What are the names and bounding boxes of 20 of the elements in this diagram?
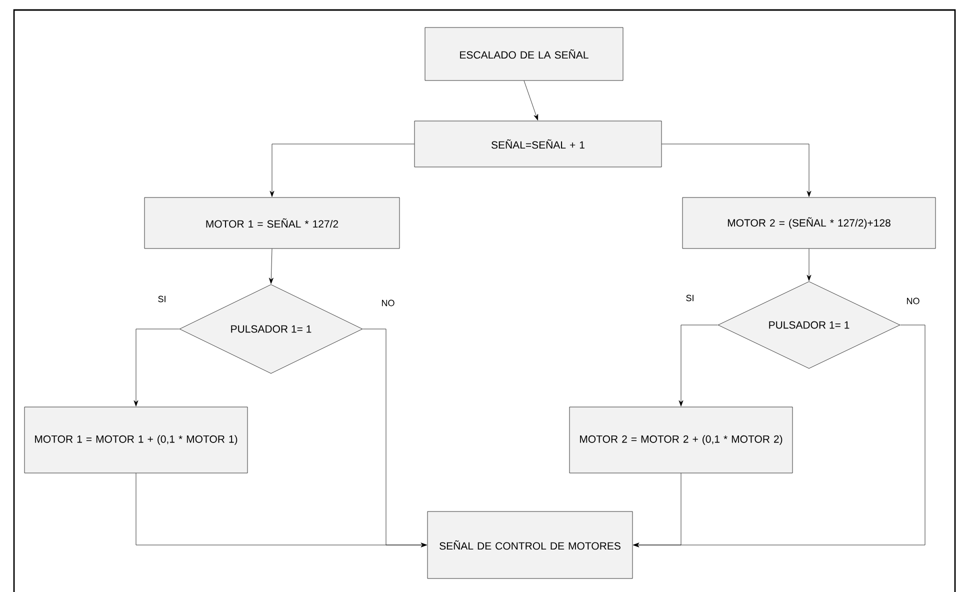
arrow: [268, 248, 274, 284]
arrow: [134, 328, 180, 406]
edge-label: NO: [905, 296, 921, 306]
edge-label: NO: [380, 298, 396, 308]
process-box: MOTOR 1 = MOTOR 1 + (0,1 * MOTOR 1): [24, 406, 248, 474]
arrow: [678, 324, 718, 406]
arrow: [136, 473, 427, 548]
arrow: [806, 248, 812, 281]
arrow: [662, 144, 812, 197]
arrow: [270, 144, 414, 197]
process-box: MOTOR 2 = MOTOR 2 + (0,1 * MOTOR 2): [569, 406, 793, 474]
arrow: [524, 80, 538, 120]
edge-label: SI: [684, 294, 696, 302]
edge-label: SI: [156, 294, 168, 304]
process-box: MOTOR 2 = (SEÑAL * 127/2)+128: [682, 197, 936, 249]
process-box: ESCALADO DE LA SEÑAL: [424, 27, 624, 81]
process-box: SEÑAL=SEÑAL + 1: [414, 120, 662, 168]
process-box: MOTOR 1 = SEÑAL * 127/2: [144, 197, 400, 249]
process-box: SEÑAL DE CONTROL DE MOTORES: [427, 511, 633, 579]
arrow: [633, 473, 682, 548]
